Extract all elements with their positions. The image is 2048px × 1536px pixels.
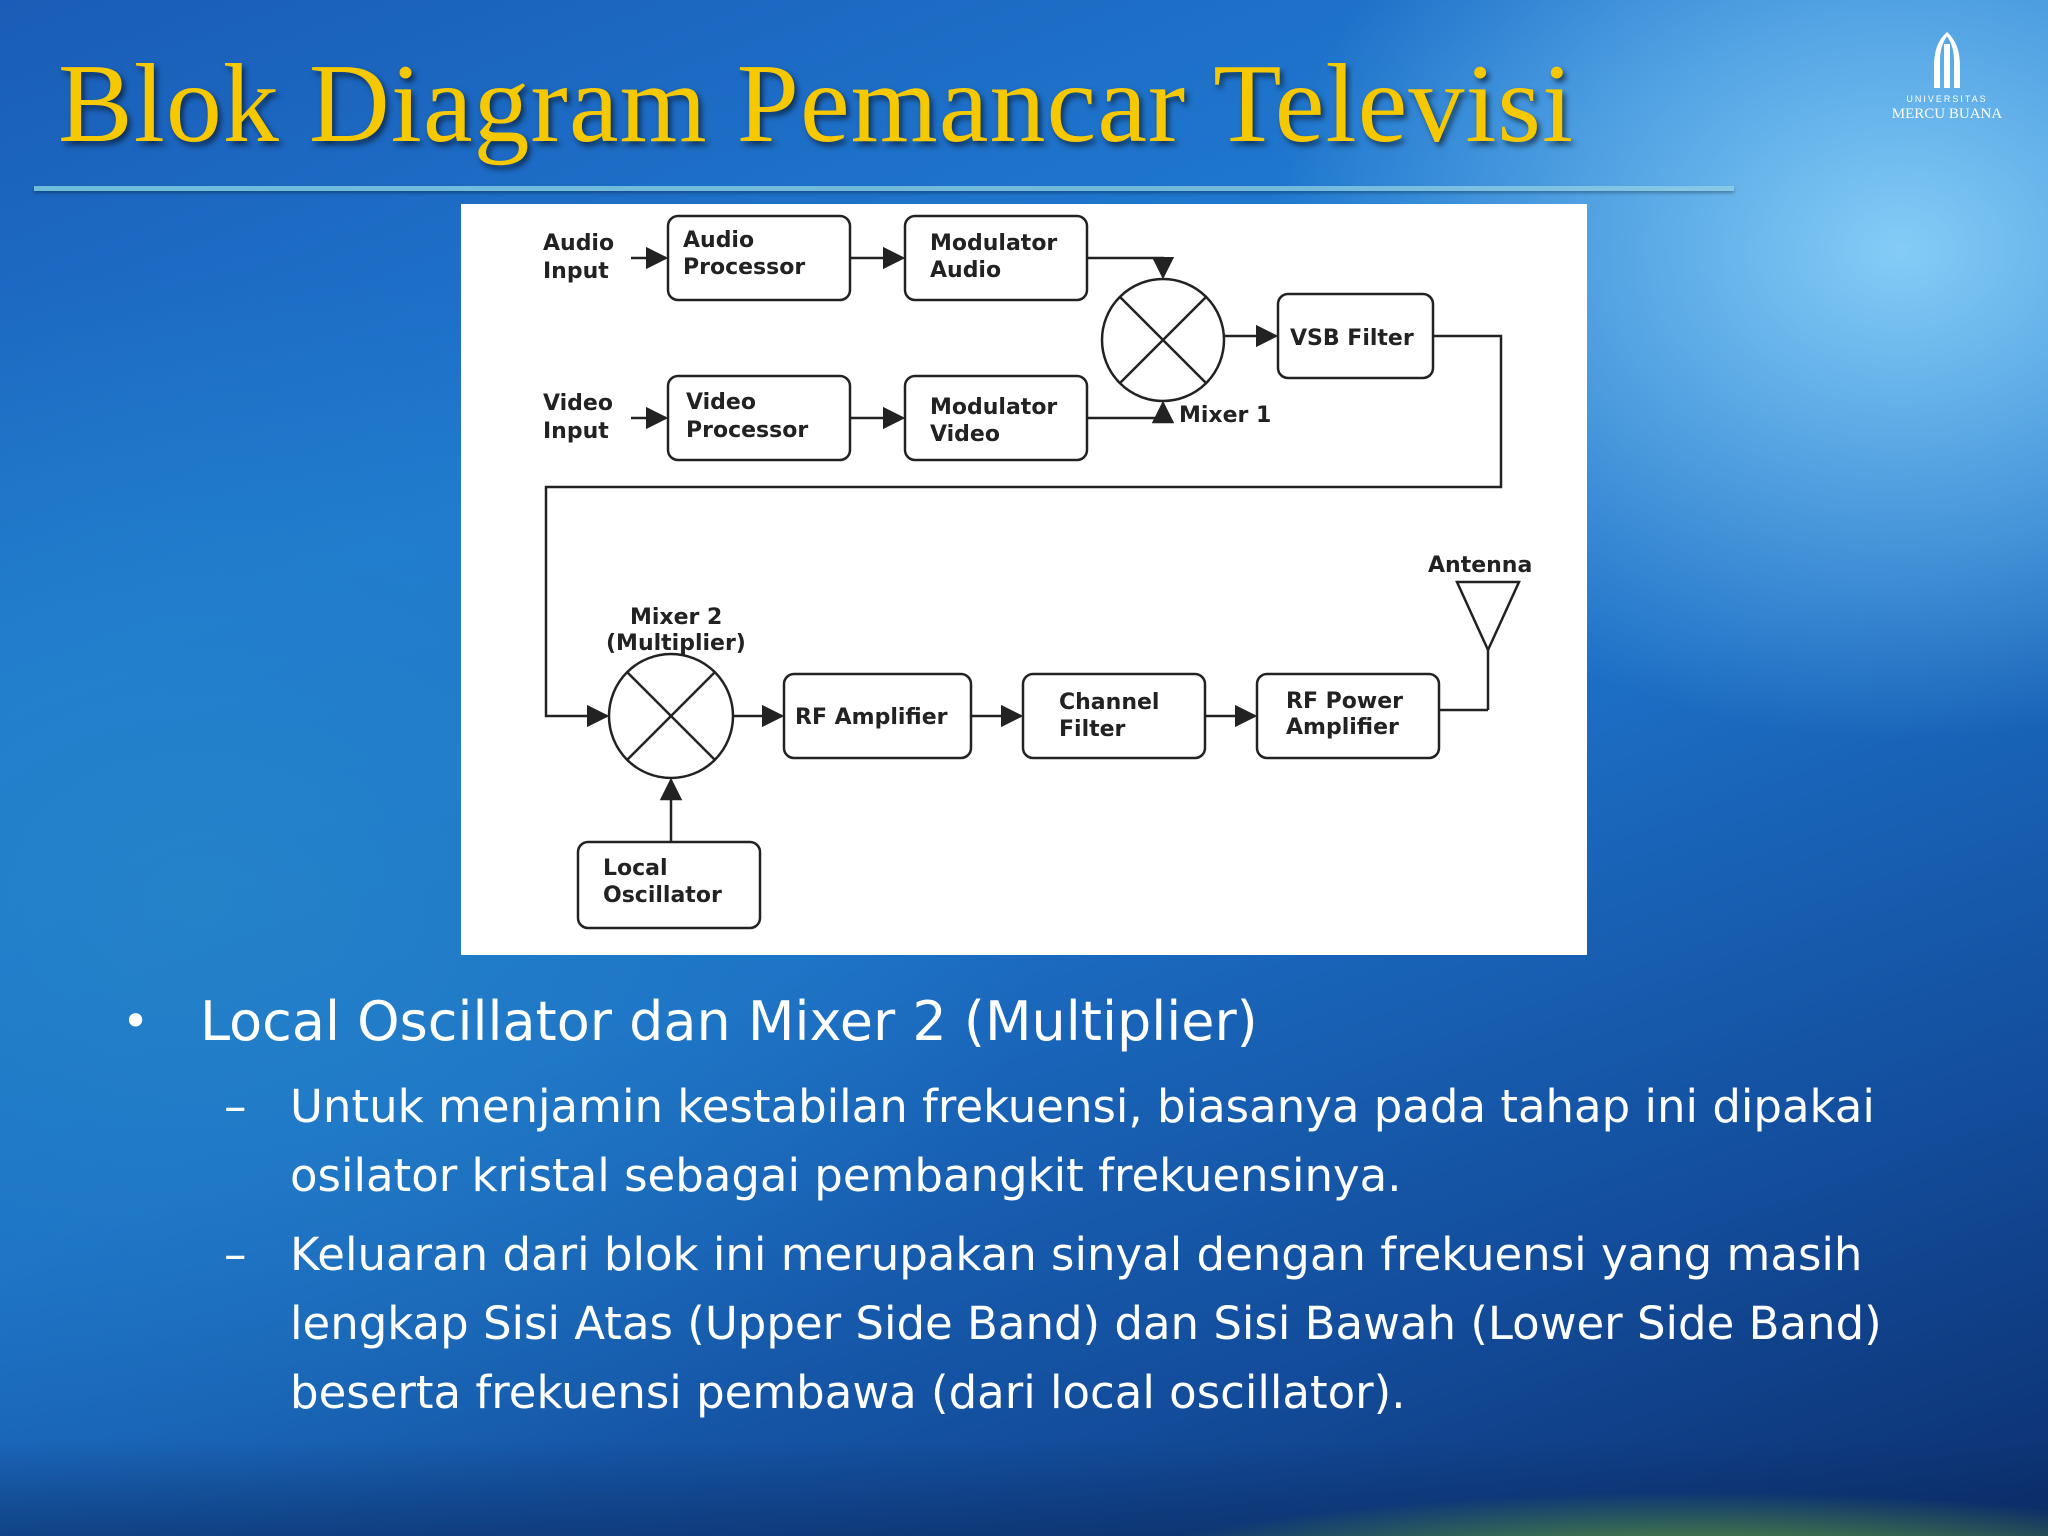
sub-bullet-2: – Keluaran dari blok ini merupakan sinya… [224,1220,1940,1427]
mixer1-symbol [1100,277,1226,403]
logo-emblem-icon [1934,32,1960,88]
sub-bullet-1-line-2: osilator kristal sebagai pembangkit frek… [290,1149,1402,1202]
mod-video-to-mixer1-arrow [1087,400,1175,424]
video-input-label: Video [543,391,613,416]
mixer2-label: Mixer 2 [630,605,722,630]
local-oscillator-block [576,840,762,930]
bullet-main-text: Local Oscillator dan Mixer 2 (Multiplier… [200,990,1258,1053]
mod-audio-to-mixer1-arrow [1087,256,1175,280]
rf-amplifier-label: RF Amplifier [795,705,948,730]
audio-input-label-2: Input [543,259,609,284]
rf-power-label: RF Power [1286,689,1403,714]
bullet-marker: • [122,994,150,1048]
sub-bullet-2-line-3: beserta frekuensi pembawa (dari local os… [290,1366,1406,1419]
logo-university-text: UNIVERSITAS [1906,94,1988,104]
block-diagram: Audio Input Audio Processor Modulator Au… [461,204,1587,955]
channel-filter-block [1021,672,1207,760]
bottom-decoration [0,1440,2048,1536]
audio-processor-label: Audio [683,228,754,253]
video-processor-label: Video [686,390,756,415]
mixer2-symbol [607,652,735,780]
antenna-label: Antenna [1428,553,1532,578]
sub-bullet-dash: – [224,1228,247,1281]
rf-power-label-2: Amplifier [1286,715,1399,740]
block-diagram-svg: Audio Input Audio Processor Modulator Au… [543,214,1532,930]
audio-processor-label-2: Processor [683,255,805,280]
vsb-filter-label: VSB Filter [1290,326,1414,351]
antenna-symbol [1455,580,1521,710]
sub-bullet-1-line-1: Untuk menjamin kestabilan frekuensi, bia… [290,1080,1875,1133]
video-input-label-2: Input [543,419,609,444]
local-oscillator-label: Local [603,856,668,881]
logo-name-text: MERCU BUANA [1891,106,2003,122]
local-oscillator-label-2: Oscillator [603,883,722,908]
vsb-to-mixer2-line [544,334,1503,728]
title-underline [34,186,1734,191]
video-processor-label-2: Processor [686,418,808,443]
university-logo: UNIVERSITAS MERCU BUANA [1882,30,2012,130]
sub-bullet-1: – Untuk menjamin kestabilan frekuensi, b… [224,1072,1940,1210]
slide-title: Blok Diagram Pemancar Televisi [58,42,1575,166]
modulator-audio-label-2: Audio [930,258,1001,283]
modulator-video-label: Modulator [930,395,1057,420]
channel-filter-label: Channel [1059,690,1159,715]
sub-bullet-2-line-2: lengkap Sisi Atas (Upper Side Band) dan … [290,1297,1882,1350]
audio-input-label: Audio [543,231,614,256]
sub-bullet-2-line-1: Keluaran dari blok ini merupakan sinyal … [290,1228,1863,1281]
channel-filter-label-2: Filter [1059,717,1126,742]
modulator-audio-label: Modulator [930,231,1057,256]
sub-bullet-dash: – [224,1080,247,1133]
mixer1-label: Mixer 1 [1179,403,1271,428]
mixer2-label-2: (Multiplier) [606,631,746,656]
modulator-video-label-2: Video [930,422,1000,447]
